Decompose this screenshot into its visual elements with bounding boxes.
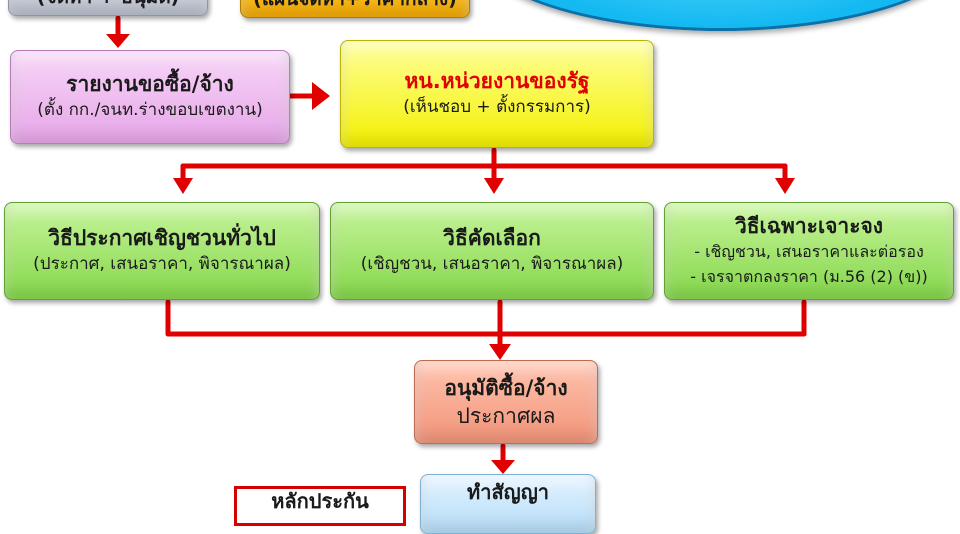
arrowhead-to-head (312, 82, 330, 110)
arrowhead-to-specific (775, 178, 795, 194)
method-specific-line-1: - เชิญชวน, เสนอราคาและต่อรอง (694, 242, 924, 262)
approve-box: อนุมัติซื้อ/จ้าง ประกาศผล (414, 360, 598, 444)
method-specific-box: วิธีเฉพาะเจาะจง - เชิญชวน, เสนอราคาและต่… (664, 202, 954, 300)
agency-head-box: หน.หน่วยงานของรัฐ (เห็นชอบ + ตั้งกรรมการ… (340, 40, 654, 148)
contract-box: ทำสัญญา (420, 474, 596, 534)
method-general-subtitle: (ประกาศ, เสนอราคา, พิจารณาผล) (33, 254, 291, 275)
agency-head-title: หน.หน่วยงานของรัฐ (404, 69, 590, 94)
top-middle-box-text: (แผนจัดหา+ราคากลาง) (253, 0, 457, 13)
agency-head-subtitle: (เห็นชอบ + ตั้งกรรมการ) (403, 97, 591, 118)
guarantee-box: หลักประกัน (234, 486, 406, 526)
method-selective-subtitle: (เชิญชวน, เสนอราคา, พิจารณาผล) (360, 254, 624, 275)
method-general-title: วิธีประกาศเชิญชวนทั่วไป (48, 226, 276, 251)
approve-title: อนุมัติซื้อ/จ้าง (444, 375, 568, 400)
method-selective-box: วิธีคัดเลือก (เชิญชวน, เสนอราคา, พิจารณา… (330, 202, 654, 300)
method-general-box: วิธีประกาศเชิญชวนทั่วไป (ประกาศ, เสนอราค… (4, 202, 320, 300)
arrowhead-to-contract (491, 460, 515, 474)
top-left-box: (จัดทำ + อนุมัติ) (8, 0, 208, 16)
method-specific-title: วิธีเฉพาะเจาะจง (734, 214, 884, 239)
arrowhead-to-selective (484, 178, 504, 194)
top-left-box-text: (จัดทำ + อนุมัติ) (37, 0, 179, 11)
guarantee-title: หลักประกัน (271, 489, 369, 513)
purchase-request-box: รายงานขอซื้อ/จ้าง (ตั้ง กก./จนท.ร่างขอบเ… (10, 50, 290, 144)
flow-connectors (106, 15, 807, 474)
method-selective-title: วิธีคัดเลือก (443, 226, 541, 251)
arrowhead-to-request (106, 34, 130, 48)
method-specific-line-2: - เจรจาตกลงราคา (ม.56 (2) (ข)) (690, 267, 928, 287)
arrowhead-to-general (173, 178, 193, 194)
purchase-request-subtitle: (ตั้ง กก./จนท.ร่างขอบเขตงาน) (37, 100, 263, 121)
top-middle-box: (แผนจัดหา+ราคากลาง) (240, 0, 470, 18)
contract-title: ทำสัญญา (467, 480, 549, 504)
arrowhead-to-approve (489, 344, 511, 360)
purchase-request-title: รายงานขอซื้อ/จ้าง (66, 72, 234, 97)
approve-subtitle: ประกาศผล (456, 404, 556, 428)
